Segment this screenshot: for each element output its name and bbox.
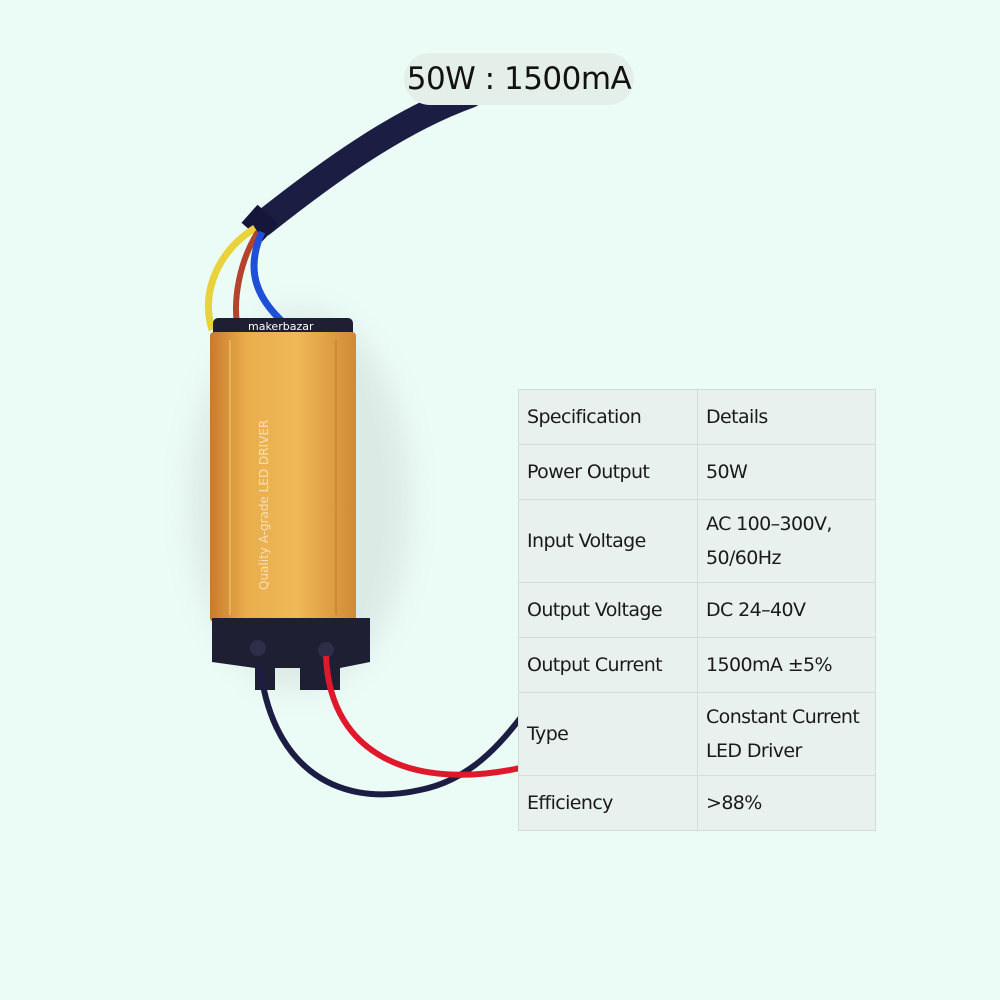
- details-cell: >88%: [697, 775, 876, 831]
- details-cell: Constant Current LED Driver: [697, 692, 876, 776]
- driver-case: [210, 332, 356, 622]
- output-red-wire: [323, 655, 521, 778]
- table-header-row: Specification Details: [518, 389, 876, 445]
- output-black-wire: [257, 664, 528, 798]
- details-cell: DC 24–40V: [697, 582, 876, 638]
- details-cell: 50W: [697, 444, 876, 500]
- table-row: Type Constant Current LED Driver: [518, 692, 876, 776]
- table-row: Power Output 50W: [518, 444, 876, 500]
- header-specification: Specification: [518, 389, 698, 445]
- bottom-end-cap: [212, 618, 370, 690]
- case-label: Quality A-grade LED DRIVER: [257, 420, 271, 590]
- table-row: Output Voltage DC 24–40V: [518, 582, 876, 638]
- spec-cell: Input Voltage: [518, 499, 698, 583]
- spec-cell: Power Output: [518, 444, 698, 500]
- table-row: Output Current 1500mA ±5%: [518, 637, 876, 693]
- spec-cell: Output Current: [518, 637, 698, 693]
- input-cable: [249, 82, 483, 237]
- brand-logo: makerbazar: [248, 320, 314, 333]
- yellow-wire: [205, 225, 257, 332]
- spec-cell: Output Voltage: [518, 582, 698, 638]
- table-row: Input Voltage AC 100–300V, 50/60Hz: [518, 499, 876, 583]
- table-row: Efficiency >88%: [518, 775, 876, 831]
- spec-cell: Efficiency: [518, 775, 698, 831]
- specification-table: Specification Details Power Output 50W I…: [518, 389, 876, 831]
- header-details: Details: [697, 389, 876, 445]
- details-cell: AC 100–300V, 50/60Hz: [697, 499, 876, 583]
- spec-cell: Type: [518, 692, 698, 776]
- details-cell: 1500mA ±5%: [697, 637, 876, 693]
- power-rating-heading: 50W : 1500mA: [404, 53, 634, 105]
